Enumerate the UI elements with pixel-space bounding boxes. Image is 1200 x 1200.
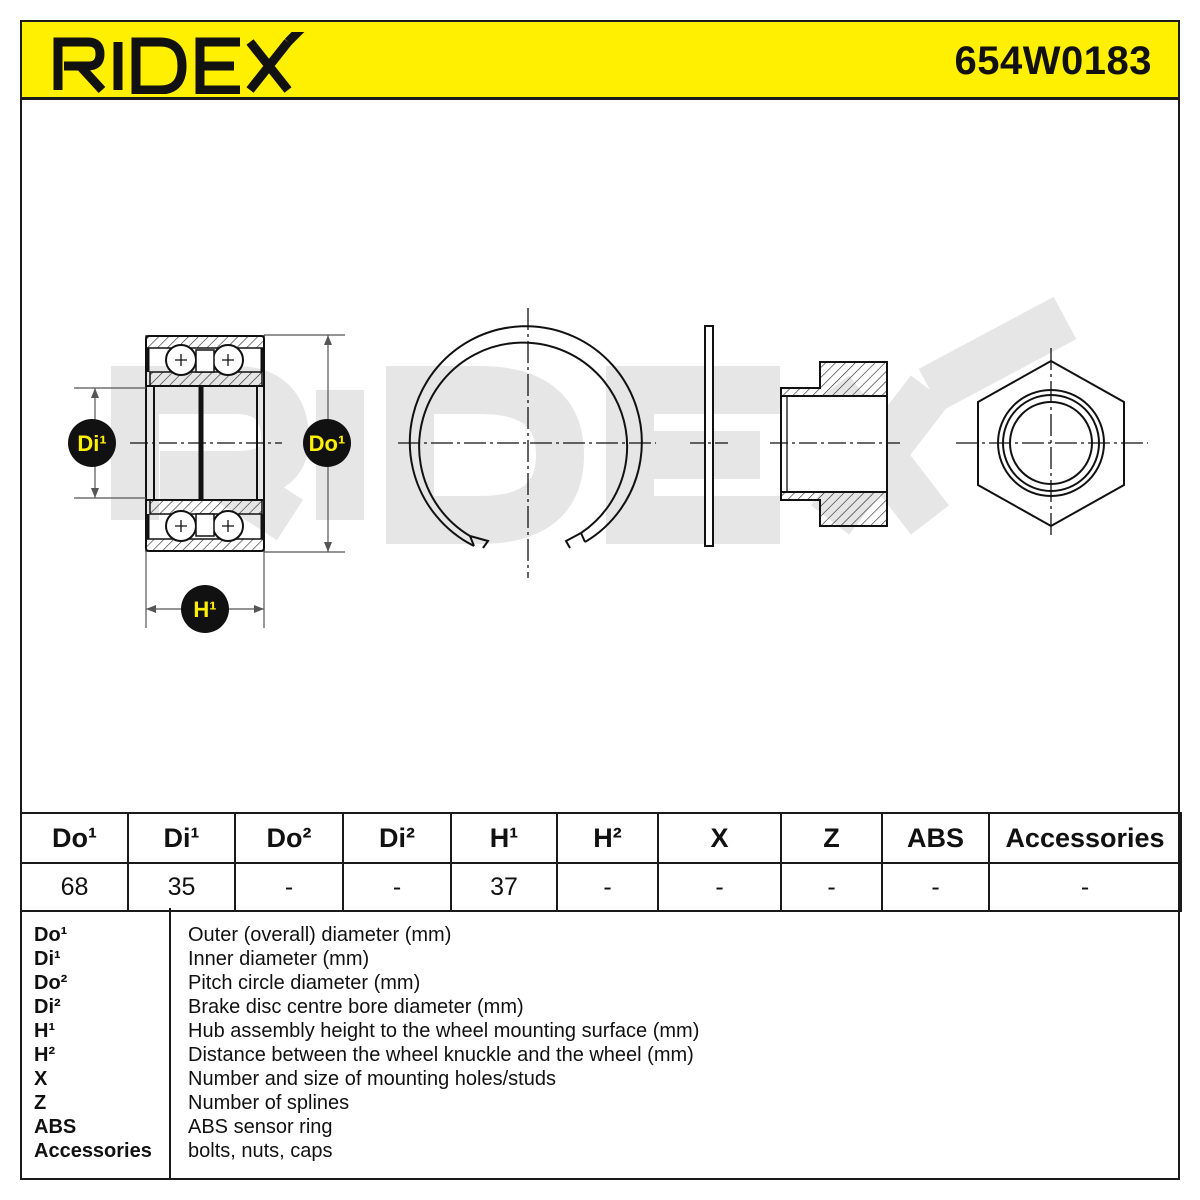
col-header: H²	[556, 812, 659, 864]
col-header: Do¹	[20, 812, 129, 864]
badge-di: Di¹	[68, 419, 116, 467]
legend-text: Number and size of mounting holes/studs	[188, 1068, 556, 1090]
col-header: Accessories	[988, 812, 1182, 864]
outer-race-bottom	[145, 538, 265, 552]
legend-text: Pitch circle diameter (mm)	[188, 972, 421, 994]
inner-race-bottom	[149, 499, 263, 515]
col-header: X	[657, 812, 782, 864]
part-number: 654W0183	[954, 39, 1152, 83]
spec-value: 35	[127, 862, 236, 912]
spec-value: 68	[20, 862, 129, 912]
nut-section	[770, 361, 900, 527]
legend-key: Do²	[34, 972, 68, 994]
technical-drawing: Di¹ Do¹ H¹	[68, 296, 1148, 633]
spec-value: -	[342, 862, 452, 912]
legend-panel: Do¹ Outer (overall) diameter (mm) Di¹ In…	[20, 908, 1180, 1180]
legend-key: Z	[34, 1092, 47, 1114]
legend-text: Outer (overall) diameter (mm)	[188, 924, 452, 946]
badge-do: Do¹	[303, 419, 351, 467]
legend-text: Inner diameter (mm)	[188, 948, 370, 970]
legend-text: Brake disc centre bore diameter (mm)	[188, 996, 524, 1018]
spec-value: -	[657, 862, 782, 912]
legend-key: Do¹	[34, 924, 68, 946]
spec-value: -	[556, 862, 659, 912]
ridex-logo	[53, 32, 305, 94]
legend-key: X	[34, 1068, 48, 1090]
legend-text: ABS sensor ring	[188, 1116, 333, 1138]
legend-key: Di²	[34, 996, 61, 1018]
watermark-logo	[111, 296, 1077, 544]
legend-key: ABS	[34, 1116, 77, 1138]
legend-key: H¹	[34, 1020, 56, 1042]
col-header: Do²	[234, 812, 344, 864]
inner-race-top	[149, 371, 263, 387]
circlip-drawing	[398, 308, 656, 578]
col-header: Di¹	[127, 812, 236, 864]
legend-text: bolts, nuts, caps	[188, 1140, 333, 1162]
legend-text: Number of splines	[188, 1092, 350, 1114]
col-header: Di²	[342, 812, 452, 864]
washer-drawing	[690, 325, 728, 547]
outer-race-top	[145, 335, 265, 349]
legend-text: Hub assembly height to the wheel mountin…	[188, 1020, 700, 1042]
legend-key: Accessories	[34, 1140, 152, 1162]
legend-text: Distance between the wheel knuckle and t…	[188, 1044, 694, 1066]
legend-divider	[169, 908, 171, 1178]
col-header: Z	[780, 812, 883, 864]
spec-value: 37	[450, 862, 558, 912]
svg-text:Do¹: Do¹	[309, 431, 346, 456]
header-bar: 654W0183	[20, 20, 1180, 100]
nut-end-view	[956, 348, 1148, 538]
specs-table: Do¹ Di¹ Do² Di² H¹ H² X Z ABS Accessorie…	[20, 812, 1182, 912]
svg-text:H¹: H¹	[193, 597, 216, 622]
legend-key: H²	[34, 1044, 56, 1066]
col-header: ABS	[881, 812, 990, 864]
badge-h: H¹	[181, 585, 229, 633]
spec-value: -	[780, 862, 883, 912]
bearing-section	[130, 335, 282, 552]
legend-key: Di¹	[34, 948, 61, 970]
specs-value-row: 68 35 - - 37 - - - - -	[20, 862, 1182, 912]
svg-text:Di¹: Di¹	[77, 431, 106, 456]
col-header: H¹	[450, 812, 558, 864]
spec-value: -	[234, 862, 344, 912]
spec-value: -	[988, 862, 1182, 912]
spec-value: -	[881, 862, 990, 912]
specs-header-row: Do¹ Di¹ Do² Di² H¹ H² X Z ABS Accessorie…	[20, 812, 1182, 864]
